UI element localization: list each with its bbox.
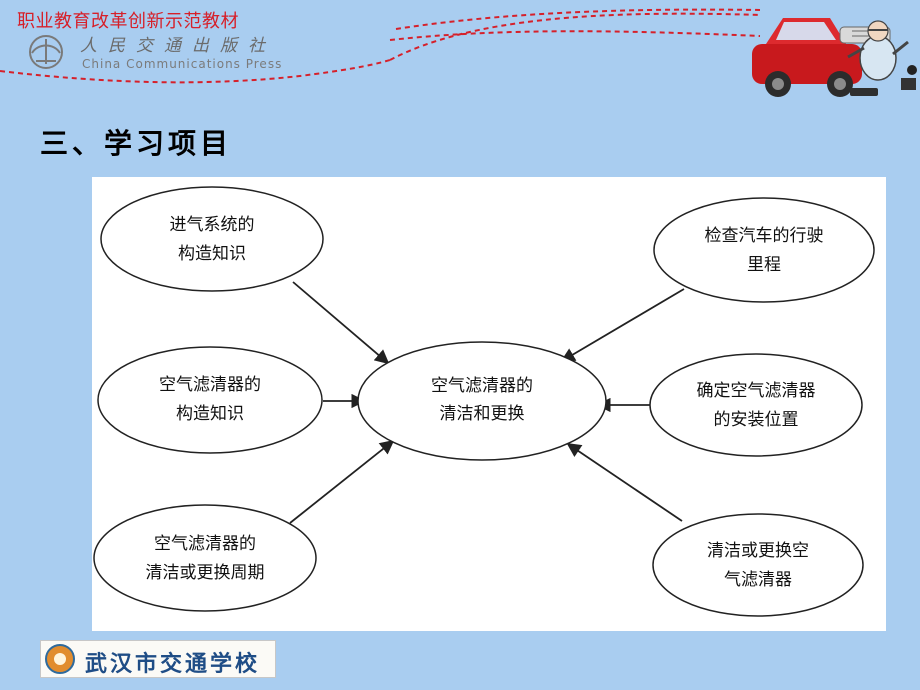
right-node-2-line-1: 确定空气滤清器 [697,381,816,401]
car-repair-illustration-icon [752,18,917,97]
left-node-1 [100,186,324,292]
right-node-1 [653,197,875,303]
right-node-2-line-2: 的安装位置 [714,410,799,430]
left-node-2-line-2: 构造知识 [176,404,244,424]
left-node-2-line-1: 空气滤清器的 [159,375,261,395]
left-node-3-line-2: 清洁或更换周期 [146,563,265,583]
right-node-1-line-1: 检查汽车的行驶 [705,226,824,246]
right-node-3-line-2: 气滤清器 [724,570,792,590]
right-node-1-line-2: 里程 [747,255,781,275]
learning-items-diagram: 空气滤清器的 清洁和更换 进气系统的 构造知识 空气滤清器的 构造知识 空气滤清… [92,177,886,631]
arrow-left-top [292,281,390,365]
school-banner: 武汉市交通学校 [40,640,276,678]
center-node-line-1: 空气滤清器的 [431,376,533,396]
publisher-chinese-name: 人民交通出版社 [80,36,276,56]
left-node-3 [93,504,317,612]
series-title: 职业教育改革创新示范教材 [17,11,239,32]
right-node-3 [652,513,864,617]
right-node-2 [649,353,863,457]
school-seal-icon [45,644,75,674]
publisher-logo-icon [29,35,63,69]
arrow-right-bottom [566,442,683,522]
publisher-english-name: China Communications Press [82,57,283,71]
left-node-2 [97,346,323,454]
section-title: 三、学习项目 [40,127,233,160]
left-node-1-line-1: 进气系统的 [170,215,255,235]
arrow-right-top [560,288,685,362]
right-node-3-line-1: 清洁或更换空 [707,541,809,561]
diagram-canvas: 空气滤清器的 清洁和更换 进气系统的 构造知识 空气滤清器的 构造知识 空气滤清… [93,186,875,617]
arrow-left-bottom [289,439,395,524]
center-node [357,341,607,461]
school-name: 武汉市交通学校 [85,651,261,677]
left-node-1-line-2: 构造知识 [178,244,246,264]
center-node-line-2: 清洁和更换 [440,404,525,424]
left-node-3-line-1: 空气滤清器的 [154,534,256,554]
